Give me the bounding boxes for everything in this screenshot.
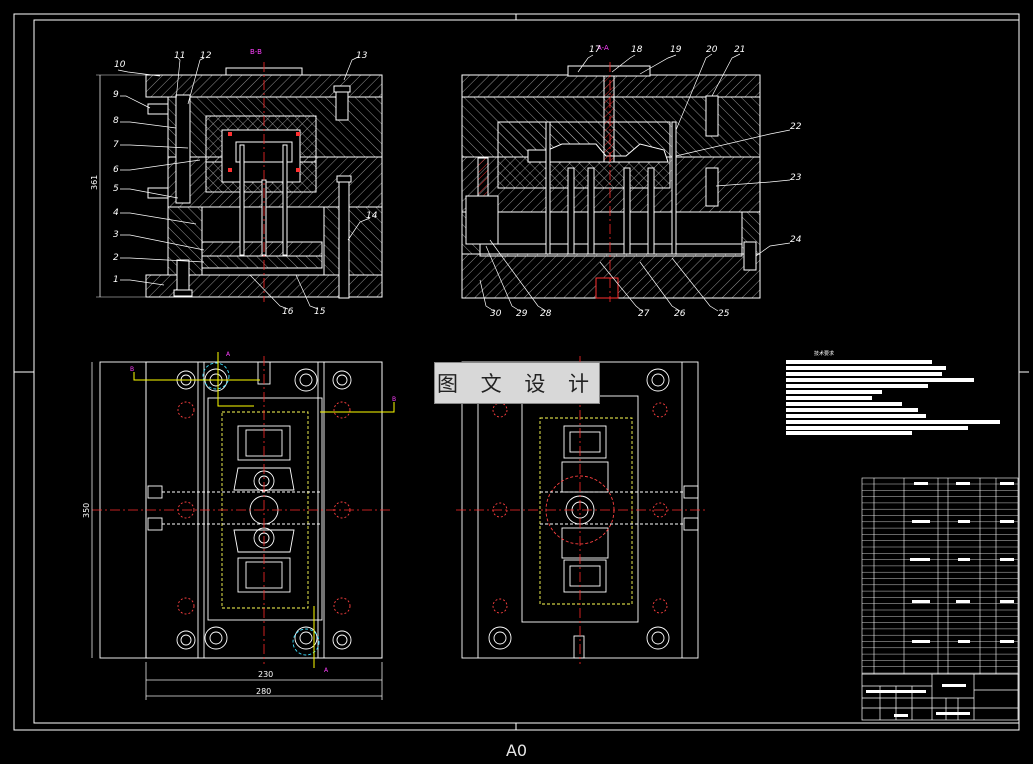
section-title-left: B-B [250,48,262,56]
dimension-height-plan: 350 [82,503,91,518]
section-marker-a-top: A [226,351,231,358]
plan-view-left-section-lines [133,352,395,668]
callout-30: 30 [490,309,502,319]
callout-27: 27 [638,309,650,319]
callout-20: 20 [706,45,718,55]
drawing-frame [13,13,1029,731]
callout-23: 23 [790,173,802,183]
section-view-b [96,62,383,302]
callout-18: 18 [631,45,643,55]
dimension-width-outer: 280 [256,687,271,696]
callout-17: 17 [589,45,601,55]
callout-22: 22 [790,122,802,132]
plan-view-left-fittings [147,485,320,531]
callout-8: 8 [113,116,119,126]
callout-11: 11 [174,51,185,61]
callout-28: 28 [540,309,552,319]
callout-25: 25 [718,309,730,319]
parts-list-cell-fill [910,482,1014,643]
callout-leaders-left [117,56,371,310]
technical-requirements-block [786,360,1000,435]
callout-7: 7 [113,140,119,150]
callout-5: 5 [113,184,119,194]
callout-10: 10 [114,60,126,70]
callout-9: 9 [113,90,119,100]
plan-dimension-lines [91,362,383,700]
plan-view-right-holes [488,368,699,659]
dimension-height-front: 361 [90,175,99,190]
callout-29: 29 [516,309,528,319]
section-marker-b-right: B [392,396,396,403]
technical-requirements-title: 技术要求 [814,350,834,357]
section-marker-a-bottom: A [324,667,329,674]
parts-list-table [861,477,1019,675]
callout-2: 2 [113,253,119,263]
callout-19: 19 [670,45,682,55]
callout-26: 26 [674,309,686,319]
section-view-a [461,62,761,302]
callout-3: 3 [113,230,119,240]
dimension-width-inner: 230 [258,670,273,679]
title-block-fill [866,684,970,717]
callout-21: 21 [734,45,745,55]
callout-15: 15 [314,307,326,317]
callout-12: 12 [200,51,212,61]
plan-view-left-centerlines [92,356,392,664]
section-title-right: A-A [597,44,609,52]
callout-4: 4 [113,208,119,218]
callout-13: 13 [356,51,368,61]
section-marker-b-left: B [130,366,134,373]
callout-14: 14 [366,211,378,221]
watermark-label: 图 文 设 计 [434,362,600,404]
callout-leaders-right [479,53,791,312]
sheet-size-label: A0 [505,741,528,760]
callout-16: 16 [282,307,294,317]
callout-24: 24 [790,235,802,245]
parts-list-rows [862,483,1018,674]
callout-1: 1 [113,275,119,285]
plan-view-right-centerlines [456,356,706,664]
callout-6: 6 [113,165,119,175]
